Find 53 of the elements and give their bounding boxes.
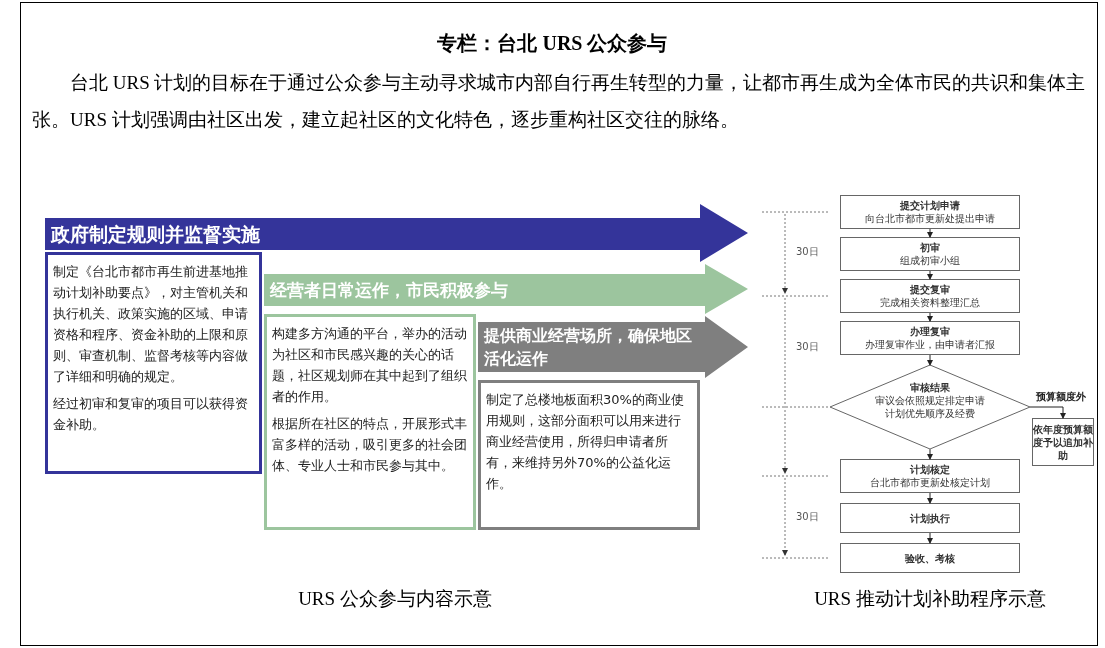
arrow-banner	[264, 264, 748, 314]
process-box	[840, 195, 1020, 229]
step-description: 依年度预算额度予以追加补助	[1033, 422, 1093, 462]
banner-heading: 提供商业经营场所，确保地区活化运作	[484, 325, 693, 370]
process-box	[840, 237, 1020, 271]
arrow-banner	[45, 204, 748, 262]
panel-text: 根据所在社区的特点，开展形式丰富多样的活动，吸引更多的社会团体、专业人士和市民参与其中。	[272, 415, 468, 475]
text-panel	[45, 252, 262, 474]
decision-diamond	[830, 365, 1030, 449]
step-description: 组成初审小组	[900, 254, 960, 267]
step-description: 向台北市都市更新处提出申请	[865, 212, 995, 225]
duration-label: 30日	[796, 510, 819, 524]
arrow	[927, 228, 933, 238]
banner-heading: 政府制定规则并监督实施	[51, 222, 261, 247]
step-title: 审核结果	[909, 381, 951, 394]
step-description: 验收、考核	[905, 551, 955, 565]
column-title: 专栏：台北 URS 公众参与	[436, 31, 669, 56]
process-box	[840, 321, 1020, 355]
step-description: 计划执行	[910, 511, 950, 525]
body-paragraph: 台北 URS 计划的目标在于通过公众参与主动寻求城市内部自行再生转型的力量，让都市再生成为全体市民的共识和集体主张。URS 计划强调由社区出发，建立起社区的文化特色，逐步重构社区交往的脉络。	[32, 71, 1087, 132]
arrow	[927, 312, 933, 322]
process-box	[840, 279, 1020, 313]
edge-label: 预算额度外	[1036, 390, 1086, 404]
step-description: 审议会依照规定排定申请计划优先顺序及经费	[875, 394, 985, 420]
panel-text: 经过初审和复审的项目可以获得资金补助。	[53, 395, 249, 434]
panel-text: 构建多方沟通的平台，举办的活动为社区和市民感兴趣的关心的话题，社区规划师在其中起到了组织者的作用。	[272, 325, 468, 406]
arrow	[1029, 406, 1066, 419]
step-title: 初审	[920, 241, 940, 254]
duration-label: 30日	[796, 340, 819, 354]
process-box	[840, 543, 1020, 573]
text-panel	[478, 380, 700, 530]
step-description: 完成相关资料整理汇总	[880, 296, 980, 309]
text-panel	[264, 314, 476, 530]
arrow	[927, 448, 933, 460]
duration-label: 30日	[796, 245, 819, 259]
panel-text: 制定了总楼地板面积30%的商业使用规则，这部分面积可以用来进行商业经营使用，所得归申请者所有，来维持另外70%的公益化运作。	[486, 391, 685, 493]
step-title: 办理复审	[910, 325, 950, 338]
arrow	[927, 492, 933, 504]
process-box	[840, 459, 1020, 493]
arrow	[927, 532, 933, 544]
step-title: 提交复审	[910, 283, 950, 296]
panel-text: 制定《台北市都市再生前进基地推动计划补助要点》，对主管机关和执行机关、政策实施的区域、申请资格和程序、资金补助的上限和原则、审查机制、监督考核等内容做了详细和明确的规定。	[53, 263, 249, 386]
figure-caption: URS 推动计划补助程序示意	[813, 587, 1047, 611]
arrow-banner	[478, 316, 748, 378]
step-title: 提交计划申请	[900, 199, 960, 212]
process-box	[840, 503, 1020, 533]
arrow	[927, 354, 933, 366]
step-description: 办理复审作业，由申请者汇报	[865, 338, 995, 351]
step-title: 计划核定	[910, 463, 950, 476]
figure-caption: URS 公众参与内容示意	[297, 587, 493, 611]
banner-heading: 经营者日常运作，市民积极参与	[270, 279, 509, 302]
arrow	[927, 270, 933, 280]
step-description: 台北市都市更新处核定计划	[870, 476, 990, 489]
